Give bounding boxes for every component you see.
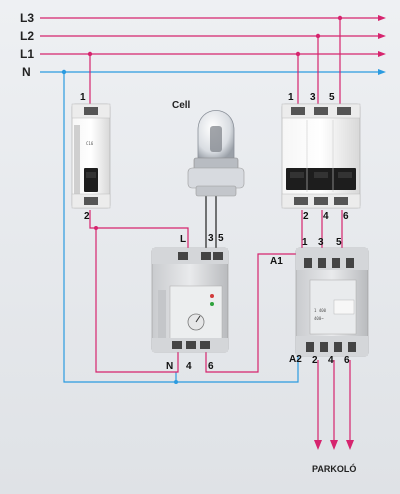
out-arrow-3 [346,440,354,450]
contactor-bottom-4: 4 [328,355,334,366]
triple-bottom-2: 2 [303,211,309,222]
svg-text:C16: C16 [86,141,94,146]
contactor-top-3: 3 [318,237,324,248]
wires [63,18,351,440]
bus-l3-arrow [378,15,386,21]
out-arrow-2 [330,440,338,450]
bus-labels: L3 L2 L1 N [20,11,34,79]
cell-base [187,167,245,189]
controller-top-3: 3 [208,233,214,244]
wire-loop-n [95,228,179,373]
triple-breaker: 1 3 5 2 4 6 [281,92,361,222]
label-l2: L2 [20,29,34,43]
controller-led-green [210,302,214,306]
single-top-terminal: 1 [80,92,86,103]
svg-text:400~: 400~ [314,316,324,321]
contactor-top-5: 5 [336,237,342,248]
twilight-controller: L 3 5 N 4 6 [151,233,229,372]
label-l3: L3 [20,11,34,25]
output-arrows [314,440,354,450]
junction-loop [94,226,98,230]
single-breaker: C16 1 2 [71,92,111,222]
controller-top-5: 5 [218,233,224,244]
cell-label: Cell [172,100,191,111]
bus-l1-arrow [378,51,386,57]
controller-bottom-n: N [166,361,173,372]
light-sensor-cell: Cell [172,100,245,197]
triple-top-5: 5 [329,92,335,103]
label-l1: L1 [20,47,34,61]
svg-text:1 400: 1 400 [314,308,327,313]
wire-neutral [63,72,299,383]
single-breaker-toggle[interactable] [84,168,98,192]
contactor-a1: A1 [270,256,283,267]
contactor-bottom-6: 6 [344,355,350,366]
contactor-top-1: 1 [302,237,308,248]
out-arrow-1 [314,440,322,450]
triple-top-3: 3 [310,92,316,103]
junction-neutral-controller [174,380,178,384]
triple-bottom-4: 4 [323,211,329,222]
contactor: 1 400 400~ A1 A2 1 3 5 2 4 6 [270,237,369,366]
single-bottom-terminal: 2 [84,211,90,222]
bus-lines [40,15,386,75]
triple-breaker-toggle[interactable] [286,168,356,190]
controller-bottom-4: 4 [186,361,192,372]
contactor-bottom-2: 2 [312,355,318,366]
label-n: N [22,65,31,79]
bus-n-arrow [378,69,386,75]
triple-bottom-6: 6 [343,211,349,222]
controller-bottom-6: 6 [208,361,214,372]
wire-single-to-controller [89,210,189,252]
bus-l2-arrow [378,33,386,39]
contactor-a2: A2 [289,354,302,365]
triple-top-1: 1 [288,92,294,103]
output-label: PARKOLÓ [312,463,356,474]
controller-led-red [210,294,214,298]
controller-top-l: L [180,234,186,245]
